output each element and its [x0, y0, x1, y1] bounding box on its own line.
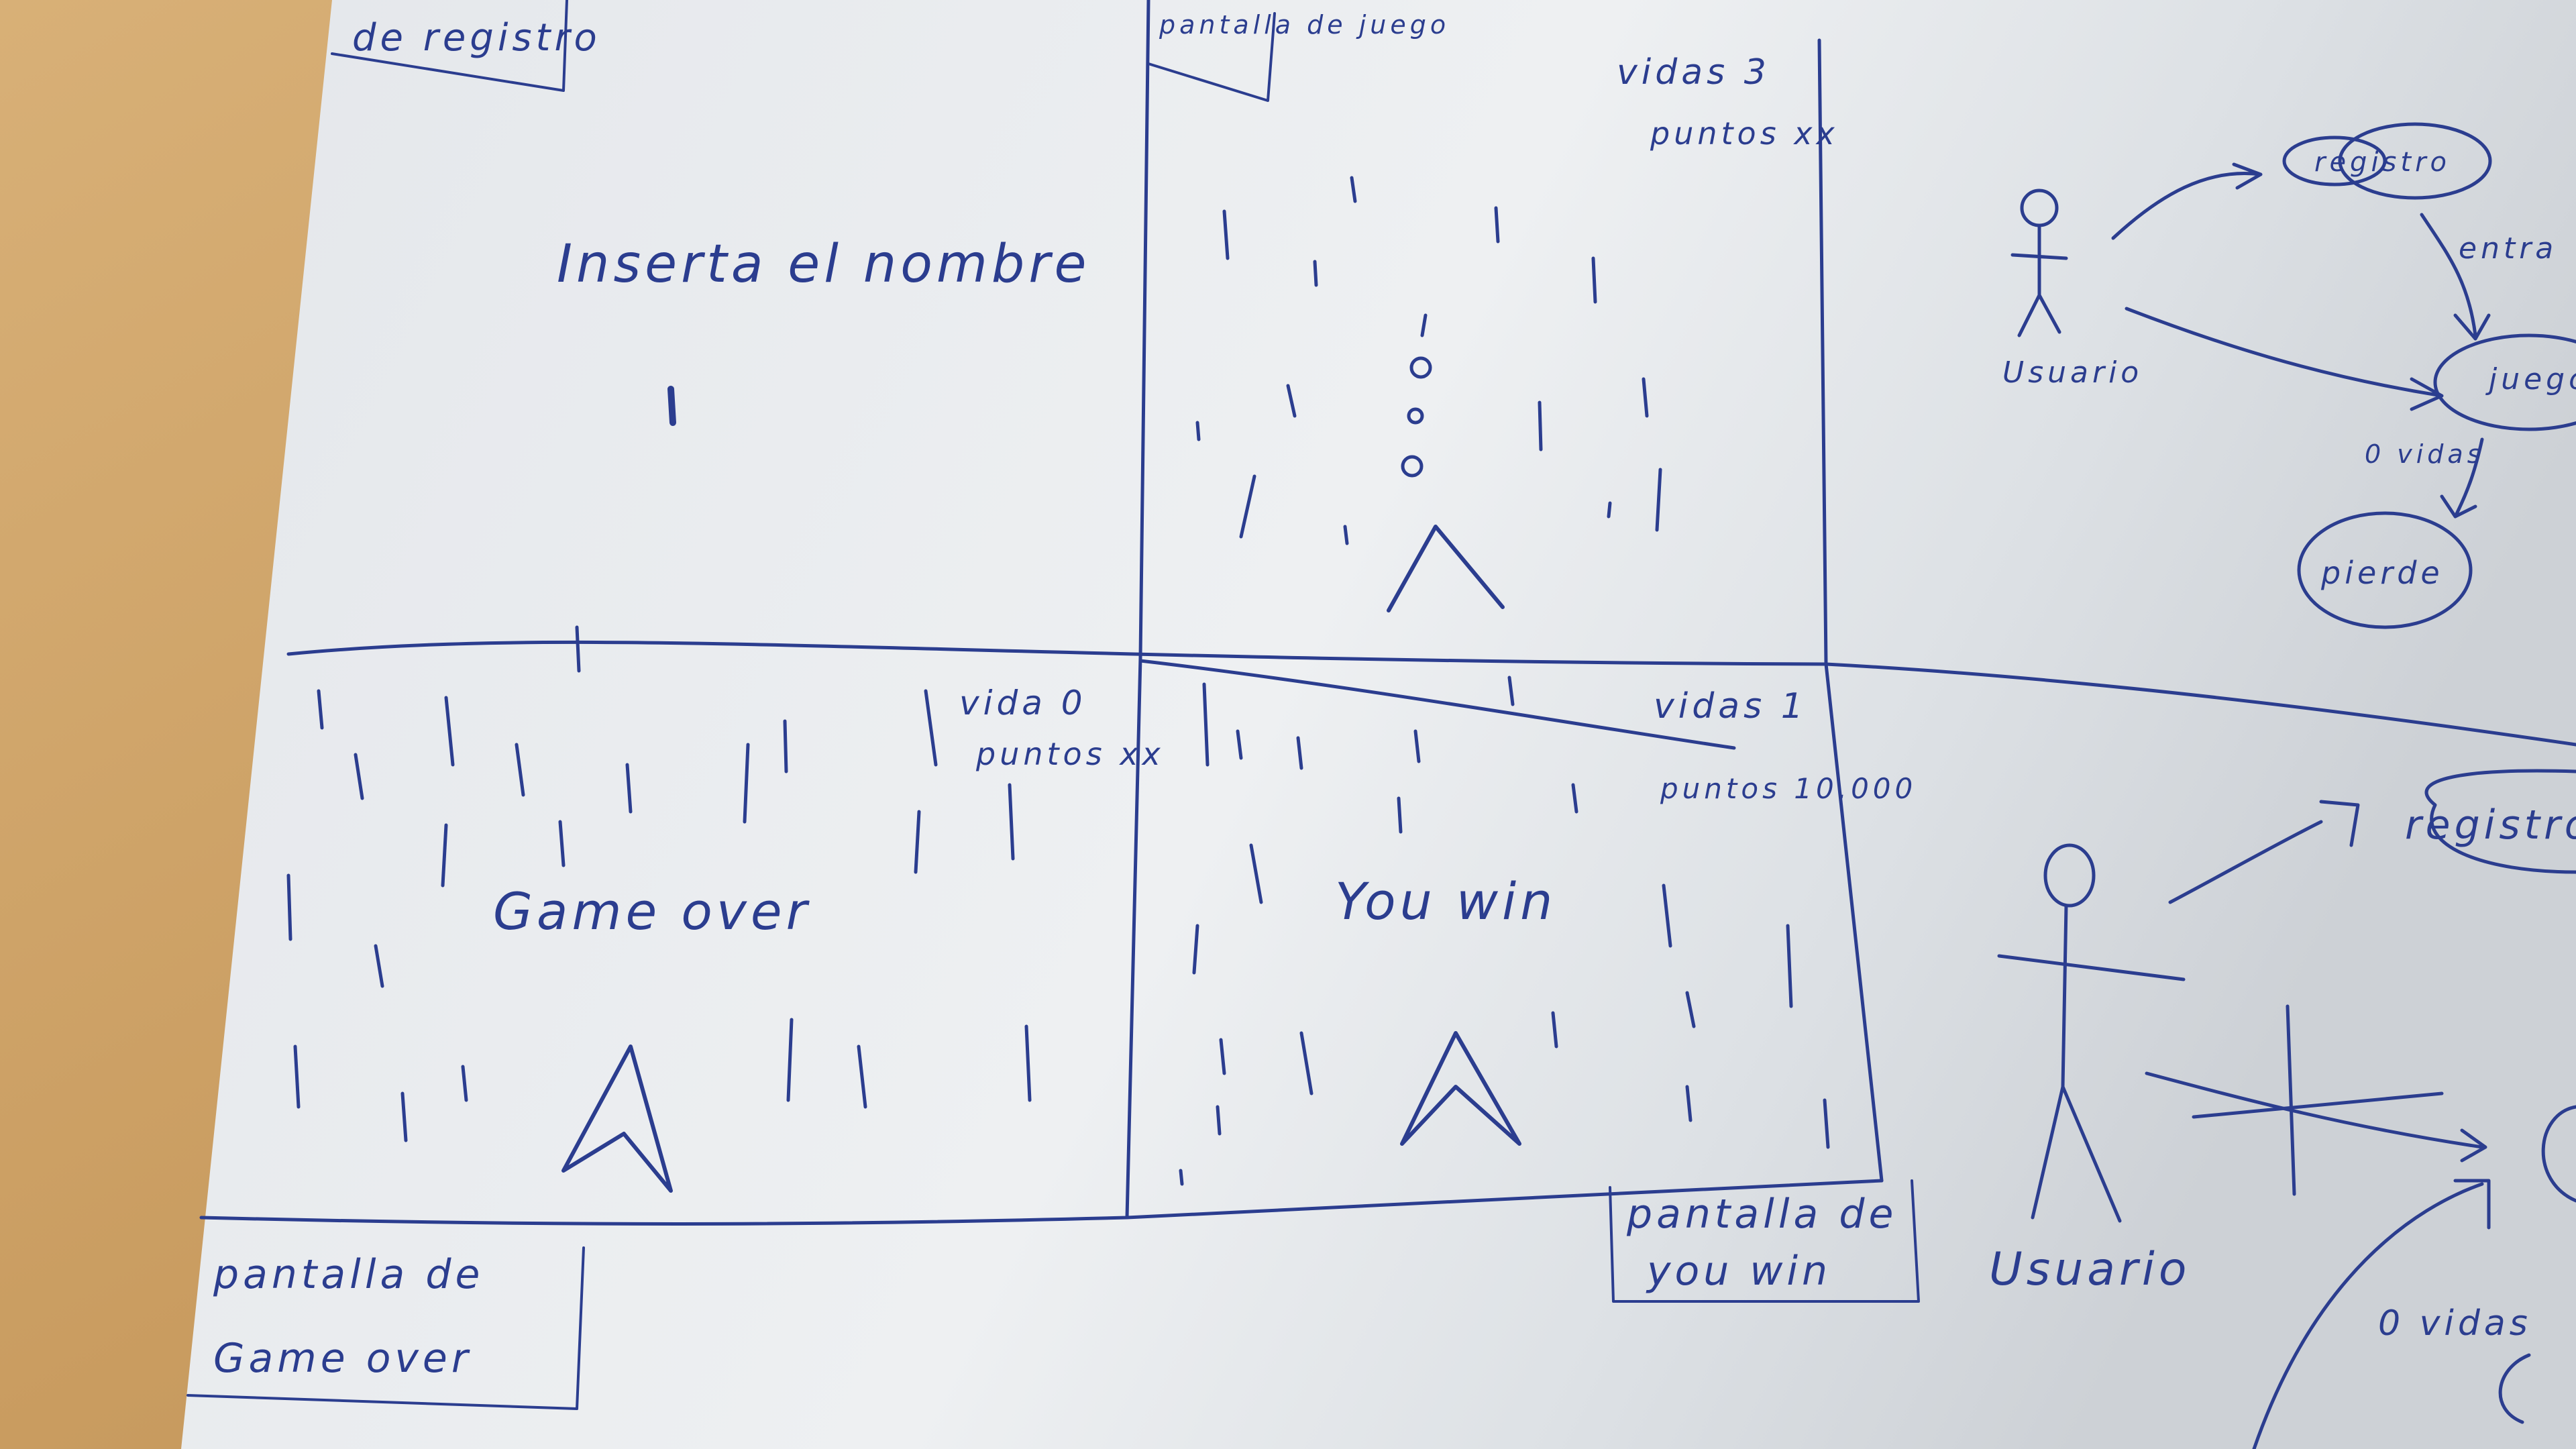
juego-ship: [1387, 525, 1505, 612]
diagram-top-node-registro: registro: [2314, 147, 2451, 178]
diagram-top: [2010, 122, 2576, 629]
diagram-bottom: [1997, 769, 2576, 1449]
tab-boxes: [186, 0, 1920, 1410]
gameover-message: Game over: [493, 881, 811, 941]
diagram-top-node-juego: juego: [2485, 362, 2576, 396]
diagram-top-edge-entra: entra: [2459, 231, 2557, 266]
juego-rain-drops: [1195, 176, 1662, 545]
diagram-top-actor: Usuario: [2002, 356, 2143, 390]
registro-prompt: Inserta el nombre: [557, 234, 1090, 294]
diagram-bottom-edge-ovidas: 0 vidas: [2378, 1303, 2532, 1344]
diagram-bottom-actor: Usuario: [1989, 1243, 2190, 1296]
youwin-tab-line2: you win: [1646, 1248, 1831, 1295]
youwin-rain-drops: [1179, 676, 1830, 1186]
youwin-message: You win: [1335, 871, 1556, 931]
gameover-lives: vida 0: [959, 684, 1087, 722]
sketch-grid: [199, 0, 2576, 1226]
juego-points: puntos xx: [1650, 115, 1839, 152]
gameover-points: puntos xx: [975, 736, 1165, 772]
youwin-tab-line1: pantalla de: [1626, 1191, 1897, 1238]
juego-tab-label: pantalla de juego: [1159, 10, 1450, 40]
registro-tab-label: de registro: [352, 16, 601, 60]
paper-sheet: [181, 0, 2576, 1449]
diagram-bottom-node-registro: registro: [2405, 802, 2576, 849]
gameover-tab-line1: pantalla de: [213, 1251, 484, 1298]
juego-lives: vidas 3: [1617, 52, 1770, 93]
juego-bullets: [1401, 313, 1432, 478]
diagram-top-edge-ovidas: 0 vidas: [2365, 439, 2485, 469]
gameover-tab-line2: Game over: [213, 1335, 472, 1382]
youwin-ship: [1400, 1031, 1521, 1146]
gameover-rain-drops: [286, 625, 1032, 1142]
diagram-top-node-pierde: pierde: [2320, 555, 2444, 591]
text-cursor: [667, 386, 676, 426]
gameover-ship: [561, 1044, 673, 1193]
youwin-lives: vidas 1: [1654, 686, 1807, 727]
youwin-points: puntos 10.000: [1660, 772, 1917, 805]
